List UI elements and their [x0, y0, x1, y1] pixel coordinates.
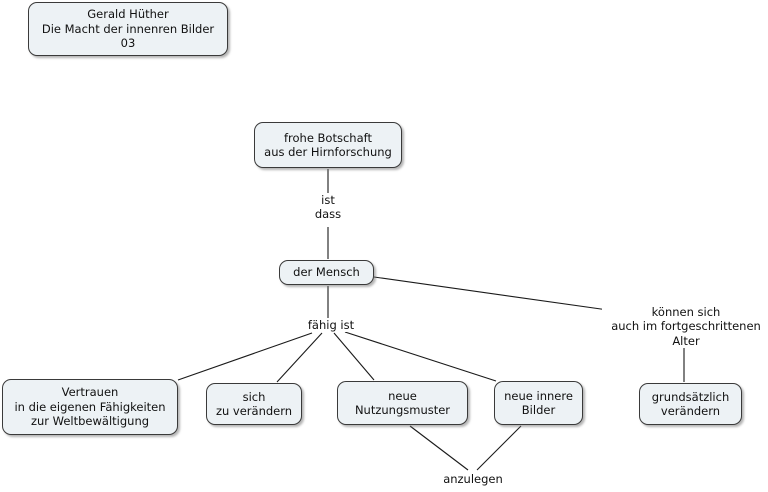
node-vertrauen[interactable]: Vertrauen in die eigenen Fähigkeiten zur…: [2, 379, 178, 435]
edge-bilder-anzulegen: [476, 425, 522, 471]
node-neue-innere-bilder[interactable]: neue innere Bilder: [494, 381, 583, 425]
node-der-mensch[interactable]: der Mensch: [279, 260, 374, 285]
link-label-koennen-sich: können sich auch im fortgeschrittenen Al…: [602, 305, 768, 349]
edge-faehig-bilder: [344, 331, 497, 382]
node-title[interactable]: Gerald Hüther Die Macht der innenren Bil…: [28, 2, 228, 56]
link-label-faehig-ist: fähig ist: [301, 318, 361, 333]
node-frohe-botschaft[interactable]: frohe Botschaft aus der Hirnforschung: [254, 122, 402, 168]
edge-faehig-sich: [276, 332, 323, 383]
edge-mensch-koennen: [373, 276, 609, 311]
node-sich-zu-veraendern[interactable]: sich zu verändern: [206, 383, 302, 425]
link-label-anzulegen: anzulegen: [438, 472, 508, 487]
link-label-ist-dass: ist dass: [305, 193, 351, 222]
node-neue-nutzungsmuster[interactable]: neue Nutzungsmuster: [337, 381, 468, 425]
node-grundsaetzlich-veraendern[interactable]: grundsätzlich verändern: [639, 383, 742, 425]
edge-faehig-vertrauen: [177, 332, 313, 381]
edge-muster-anzulegen: [409, 425, 469, 471]
edge-faehig-muster: [333, 332, 375, 381]
